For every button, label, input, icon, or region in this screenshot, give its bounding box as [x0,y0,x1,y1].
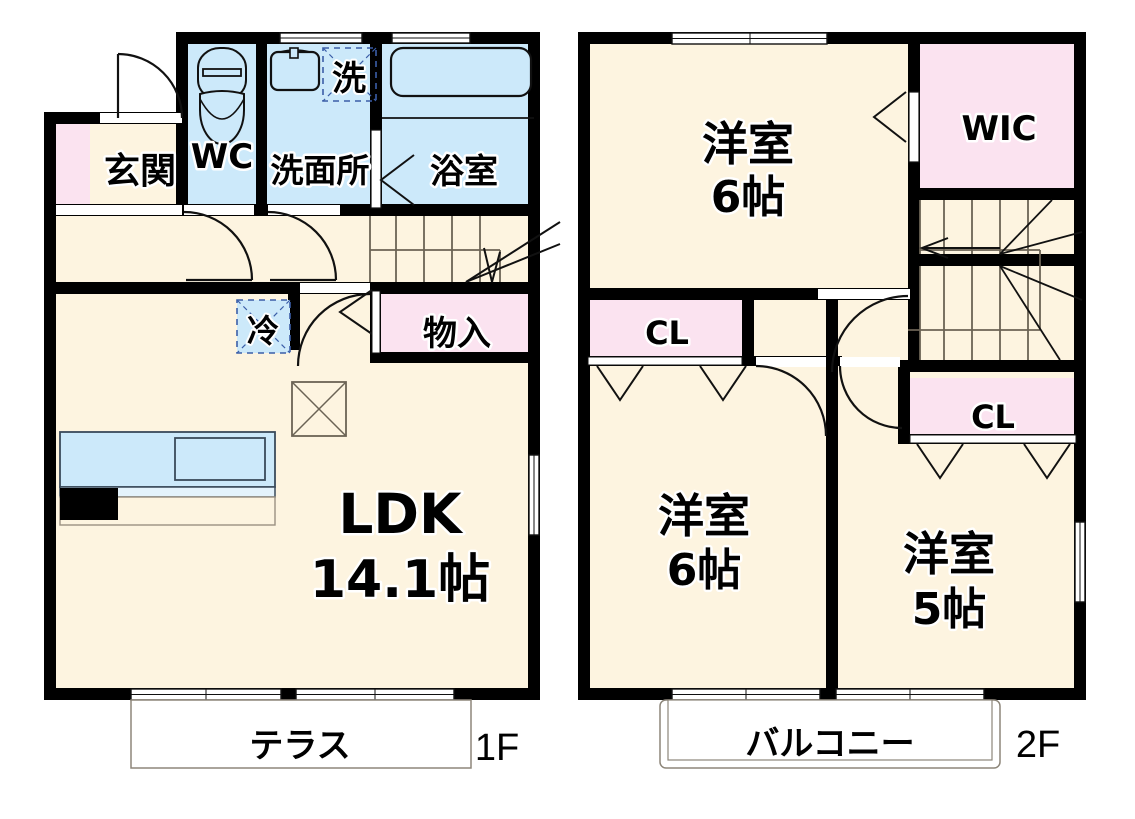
window-bed6a-top [671,32,828,45]
room-label-yoshitsu-6b: 洋室 6帖 [656,487,753,599]
balcony-label: バルコニー [745,724,914,764]
room-label-yoshitsu-6b-size: 6帖 [667,545,742,596]
floor-2f-openings [587,32,1086,603]
room-label-yoshitsu-5: 洋室 5帖 [901,525,998,638]
room-label-yoshitsu-6a-name: 洋室 [702,117,794,171]
door-cl-right-gap [909,434,1077,444]
room-yoshitsu-6b-fill [586,364,826,696]
stairs-1f [369,216,561,283]
room-label-yoshitsu-6a: 洋室 6帖 [700,115,797,226]
floor-1f-door-arcs [116,52,371,367]
room-label-cl-left: CL [645,314,689,352]
room-label-yoshitsu-5-name: 洋室 [903,527,995,581]
wic-sliding-marker [872,91,907,143]
floor-1f: 洗 冷 玄関 WC 洗面所 [44,32,561,769]
room-label-mononyure: 物入 [423,314,491,354]
door-bed6b-gap [756,357,826,367]
door-wic-gap [908,91,920,163]
window-senmenjo-top [279,32,363,44]
door-senmenjo-gap [268,205,340,215]
room-stairs-2f-fill [920,200,1078,360]
room-label-yokushitsu: 浴室 [430,152,498,192]
wash-basin-fixture [269,47,321,92]
door-bath-gap [370,129,382,209]
toilet-fixture [197,47,247,145]
room-mononyure-fill [379,291,536,358]
door-wc-gap [184,205,254,215]
floor-tag-2f: 2F [1016,724,1060,766]
room-label-ldk: LDK [338,482,464,546]
floor-tag-1f: 1F [475,727,519,769]
sliding-door-markers [338,154,415,335]
window-ldk-right [528,454,540,536]
fridge-marker: 冷 [236,299,291,354]
room-label-genkan: 玄関 [104,151,176,192]
washer-marker-label: 洗 [332,59,366,99]
floor-2f-door-arcs [755,294,909,437]
pillar-marker [291,381,347,437]
fridge-marker-label: 冷 [247,312,279,350]
door-bed6a-gap [818,289,910,299]
room-label-yoshitsu-5-size: 5帖 [912,584,987,635]
stairs-2f-winder [999,199,1083,361]
stairs-2f-direction-arrow [919,237,1000,259]
door-cl-left-gap [587,356,743,366]
stove-fixture [60,488,118,520]
room-label-yoshitsu-6a-size: 6帖 [711,172,786,223]
room-hallway-fill [52,208,539,288]
floor-1f-windows [56,32,540,536]
door-ldk-gap [300,283,370,293]
room-wic-fill [920,42,1078,189]
terrace-area: テラス [130,699,472,769]
washer-marker: 洗 [322,47,377,102]
room-label-wc: WC [191,137,253,177]
door-bed5-gap [840,357,900,367]
room-shoe-box-fill [53,119,90,209]
door-mononyure-gap [371,290,381,354]
room-label-cl-right: CL [971,398,1015,436]
room-yoshitsu-6a-fill [586,42,911,294]
floor-2f: 洋室 6帖 WIC CL CL 洋室 6帖 洋室 5帖 バルコニー 2F [578,32,1086,769]
floor-2f-fills [586,42,1078,696]
terrace-label: テラス [249,726,350,766]
window-bed5-right [1074,521,1086,603]
room-label-yoshitsu-6b-name: 洋室 [658,489,750,543]
room-label-wic: WIC [961,109,1036,149]
stairs-2f [908,199,1083,361]
room-label-ldk-size: 14.1帖 [310,550,490,610]
room-label-senmenjo: 洗面所 [271,151,370,190]
balcony-area: バルコニー [659,699,1001,769]
window-bath-top [391,32,471,44]
closet-door-marks [596,365,1071,480]
door-genkan-gap [100,113,182,123]
stairs-1f-direction-arrow [465,221,561,283]
room-cl-left-fill [586,294,746,356]
room-cl-right-fill [910,378,1078,440]
door-genkan-inner-gap [56,205,182,215]
bathtub-fixture [382,46,534,119]
